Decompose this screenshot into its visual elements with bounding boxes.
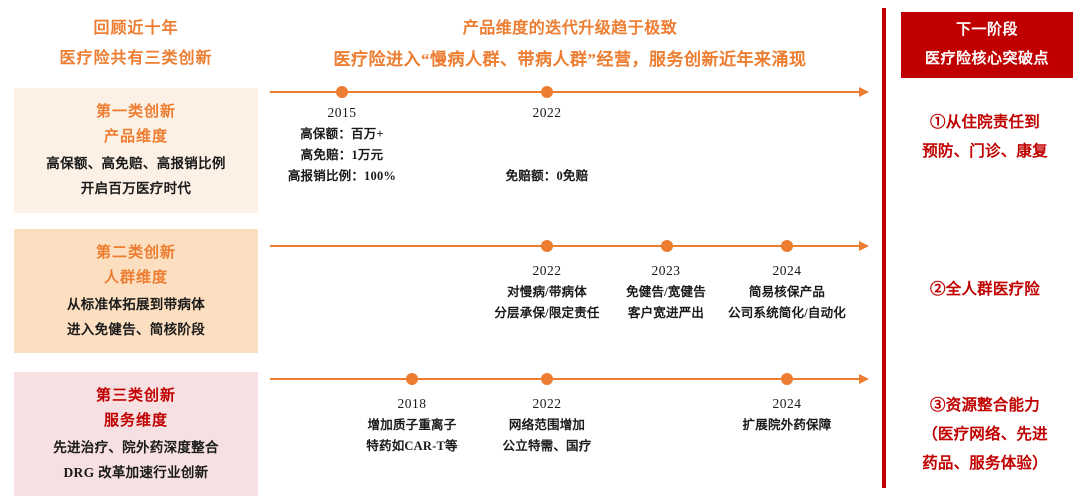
innovation-card-1-body-line-2: 开启百万医疗时代 [80,181,192,196]
innovation-card-1-body-line-1: 高保额、高免赔、高报销比例 [46,156,226,171]
timeline-arrow-icon-3 [859,374,869,384]
timeline-3-event-2018-year: 2018 [397,396,427,411]
center-column-header: 产品维度的迭代升级趋于极致 医疗险进入“慢病人群、带病人群”经营，服务创新近年来… [270,14,870,76]
breakthrough-item-3-line-1: ③资源整合能力 [930,397,1040,414]
timeline-1-dot-2022 [541,86,553,98]
timeline-line-2 [270,245,865,247]
breakthrough-item-2-line-1: ②全人群医疗险 [930,281,1040,298]
left-header-line-2: 医疗险共有三类创新 [59,50,213,67]
innovation-card-2-body-line-1: 从标准体拓展到带病体 [67,297,205,312]
timeline-2-event-2023: 2023 免健告/宽健告 客户宽进严出 [601,260,731,324]
right-column-divider [882,8,886,488]
timeline-axis-2 [270,240,870,252]
breakthrough-item-1-line-2: 预防、门诊、康复 [922,143,1048,160]
innovation-card-3-body-line-2: DRG 改革加速行业创新 [63,465,209,480]
timeline-1-event-2022-year: 2022 [532,105,562,120]
timeline-1-event-2022-detail-1: 免赔额：0免赔 [505,169,589,183]
right-header-line-1: 下一阶段 [955,22,1018,38]
timeline-line-1 [270,91,865,93]
timeline-3-event-2022-detail-2: 公立特需、国疗 [502,439,592,453]
innovation-card-3-title-line-1: 第三类创新 [95,388,176,404]
timeline-2-event-2023-detail-1: 免健告/宽健告 [626,285,706,299]
breakthrough-item-2: ②全人群医疗险 [892,275,1078,304]
innovation-card-1: 第一类创新 产品维度 高保额、高免赔、高报销比例 开启百万医疗时代 [14,88,258,213]
timeline-axis-1 [270,86,870,98]
timeline-3-event-2024: 2024 扩展院外药保障 [712,393,862,436]
timeline-3-event-2022-year: 2022 [532,396,562,411]
timeline-2-event-2022-detail-2: 分层承保/限定责任 [494,306,600,320]
breakthrough-item-3-line-2: （医疗网络、先进 [922,426,1048,443]
timeline-3-event-2024-year: 2024 [772,396,802,411]
timeline-2-event-2024-year: 2024 [772,263,802,278]
timeline-2-event-2024-detail-2: 公司系统简化/自动化 [728,306,846,320]
timeline-3-dot-2024 [781,373,793,385]
innovation-card-3-body-line-1: 先进治疗、院外药深度整合 [53,440,219,455]
timeline-2-event-2022-year: 2022 [532,263,562,278]
timeline-3-event-2018-detail-2: 特药如CAR-T等 [366,439,458,453]
innovation-card-2: 第二类创新 人群维度 从标准体拓展到带病体 进入免健告、简核阶段 [14,229,258,353]
timeline-1-event-2015-year: 2015 [327,105,357,120]
timeline-2-event-2023-year: 2023 [651,263,681,278]
timeline-2-event-2024-detail-1: 简易核保产品 [748,285,826,299]
timeline-2-event-2022-detail-1: 对慢病/带病体 [507,285,587,299]
left-column-header: 回顾近十年 医疗险共有三类创新 [14,14,258,74]
timeline-3-dot-2018 [406,373,418,385]
innovation-card-2-title-line-2: 人群维度 [103,270,168,286]
breakthrough-item-3-line-3: 药品、服务体验） [922,455,1048,472]
timeline-axis-3 [270,373,870,385]
timeline-3-dot-2022 [541,373,553,385]
timeline-3-event-2018-detail-1: 增加质子重离子 [367,418,457,432]
innovation-card-1-title-line-1: 第一类创新 [95,104,176,120]
timeline-3-event-2022: 2022 网络范围增加 公立特需、国疗 [477,393,617,457]
timeline-3-event-2018: 2018 增加质子重离子 特药如CAR-T等 [342,393,482,457]
timeline-2-event-2022: 2022 对慢病/带病体 分层承保/限定责任 [477,260,617,324]
innovation-card-2-title-line-1: 第二类创新 [95,245,176,261]
timeline-1-event-2015-detail-2: 高免赔：1万元 [300,148,384,162]
right-column-header: 下一阶段 医疗险核心突破点 [901,12,1073,78]
timeline-1-event-2015-detail-1: 高保额：百万+ [300,127,384,141]
center-header-line-2: 医疗险进入“慢病人群、带病人群”经营，服务创新近年来涌现 [333,50,807,69]
timeline-1-event-2015-detail-3: 高报销比例：100% [287,169,397,183]
timeline-2-event-2023-detail-2: 客户宽进严出 [627,306,705,320]
timeline-1-dot-2015 [336,86,348,98]
innovation-card-3: 第三类创新 服务维度 先进治疗、院外药深度整合 DRG 改革加速行业创新 [14,372,258,496]
innovation-card-3-title-line-2: 服务维度 [103,413,168,429]
timeline-2-dot-2024 [781,240,793,252]
left-header-line-1: 回顾近十年 [93,20,179,37]
timeline-2-event-2024: 2024 简易核保产品 公司系统简化/自动化 [712,260,862,324]
timeline-arrow-icon-2 [859,241,869,251]
breakthrough-item-3: ③资源整合能力 （医疗网络、先进 药品、服务体验） [892,391,1078,478]
timeline-1-event-2022: 2022 免赔额：0免赔 [487,102,607,187]
breakthrough-item-1-line-1: ①从住院责任到 [930,114,1040,131]
innovation-card-1-title-line-2: 产品维度 [103,129,168,145]
timeline-2-dot-2022 [541,240,553,252]
timeline-3-event-2022-detail-1: 网络范围增加 [508,418,586,432]
timeline-1-event-2015: 2015 高保额：百万+ 高免赔：1万元 高报销比例：100% [282,102,402,187]
center-header-line-1: 产品维度的迭代升级趋于极致 [462,20,678,37]
timeline-line-3 [270,378,865,380]
innovation-card-2-body-line-2: 进入免健告、简核阶段 [67,322,205,337]
timeline-3-event-2024-detail-1: 扩展院外药保障 [742,418,832,432]
right-header-line-2: 医疗险核心突破点 [924,51,1049,67]
timeline-arrow-icon-1 [859,87,869,97]
timeline-2-dot-2023 [661,240,673,252]
breakthrough-item-1: ①从住院责任到 预防、门诊、康复 [892,108,1078,166]
